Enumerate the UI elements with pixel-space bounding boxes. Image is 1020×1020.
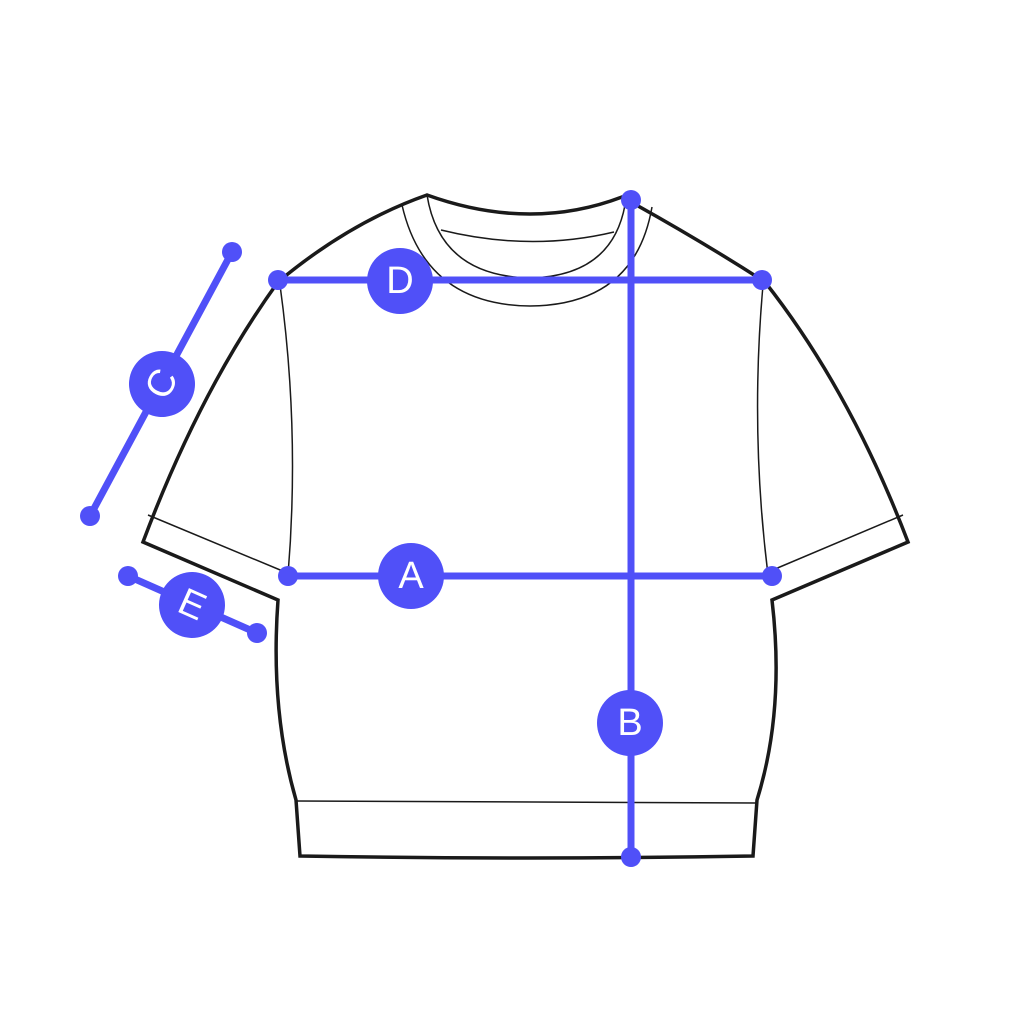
badge-label-d: D: [386, 260, 413, 302]
tshirt-outline: [140, 193, 911, 860]
badge-a: A: [378, 543, 444, 609]
endpoint: [80, 506, 100, 526]
collar-back: [440, 229, 615, 243]
endpoint: [762, 566, 782, 586]
right-armhole-seam: [756, 284, 769, 576]
badge-b: B: [597, 690, 663, 756]
badge-d: D: [367, 248, 433, 314]
hem-seam: [295, 800, 758, 804]
endpoint: [278, 566, 298, 586]
shirt-body-outline: [140, 193, 911, 860]
left-cuff-seam: [147, 514, 286, 573]
endpoint: [621, 847, 641, 867]
endpoint: [752, 270, 772, 290]
badge-label-b: B: [617, 702, 642, 744]
endpoint: [247, 623, 267, 643]
badge-e: E: [159, 572, 226, 638]
endpoint: [621, 190, 641, 210]
left-armhole-seam: [279, 284, 294, 576]
badge-c: C: [129, 351, 195, 417]
right-cuff-seam: [767, 514, 904, 573]
badge-label-a: A: [398, 555, 424, 597]
endpoint: [268, 270, 288, 290]
measure-badges: D A B C E: [129, 248, 663, 756]
endpoint: [222, 242, 242, 262]
endpoint: [118, 566, 138, 586]
